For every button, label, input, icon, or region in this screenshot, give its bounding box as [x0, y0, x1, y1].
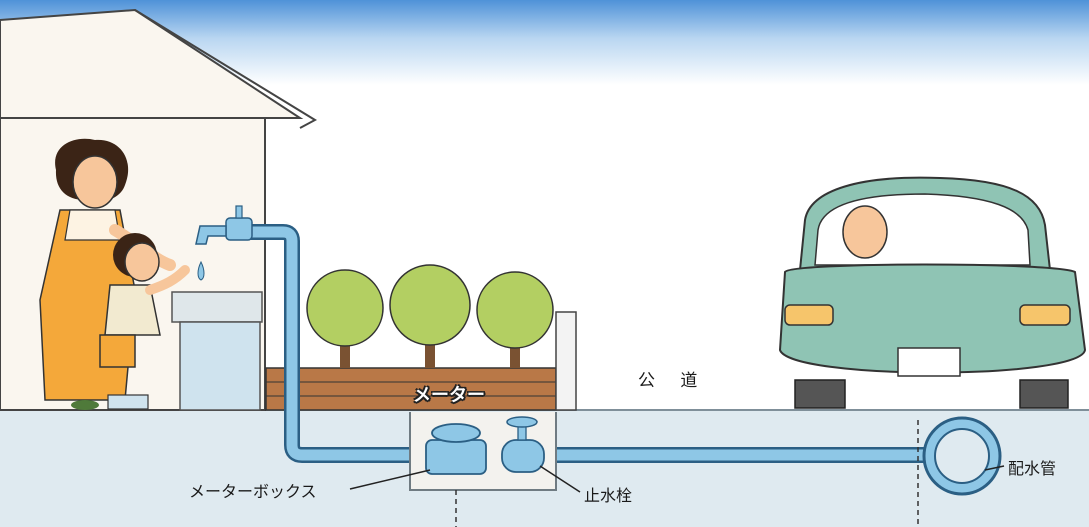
water-main-label: 配水管 [1008, 459, 1057, 478]
water-main-leader [984, 465, 1005, 471]
stop-valve-icon [501, 439, 545, 473]
child-figure [99, 233, 190, 410]
meter-icon [425, 439, 487, 475]
faucet-icon [195, 205, 253, 281]
supply-pipe [230, 224, 935, 463]
stop-valve-label: 止水栓 [584, 486, 633, 505]
car [778, 176, 1087, 409]
meter-box-label: メーターボックス [189, 482, 317, 501]
sink-base [179, 321, 261, 411]
water-drop-icon [197, 260, 205, 281]
brick-wall [265, 311, 577, 411]
public-road-label: 公 道 [638, 371, 708, 391]
water-main-pipe [922, 416, 1002, 496]
driver [842, 205, 888, 259]
meter-box-leader [349, 469, 431, 490]
sink [171, 291, 263, 323]
meter-label: メーター [413, 385, 485, 406]
trees [306, 264, 554, 368]
meter-box [409, 412, 557, 491]
stop-valve-leader [539, 465, 581, 493]
